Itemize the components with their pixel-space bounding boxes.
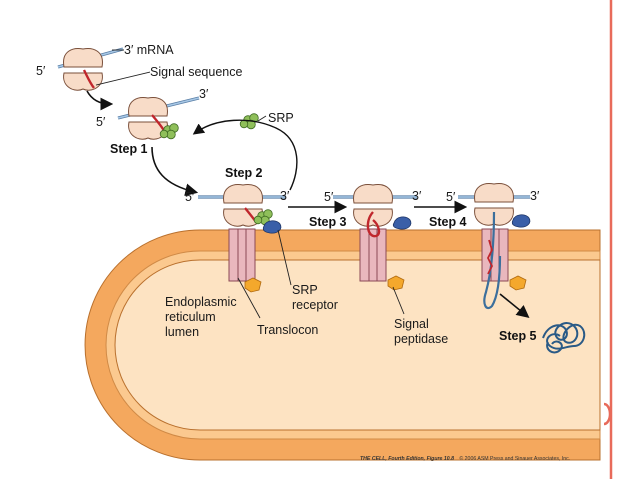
label-signal-peptidase-2: peptidase	[394, 332, 448, 346]
label-translocon: Translocon	[257, 323, 318, 337]
leader-translocon	[237, 277, 261, 319]
label-step1: Step 1	[110, 142, 148, 156]
leader-peptidase	[392, 286, 405, 315]
label-3prime-b: 3′	[199, 87, 209, 101]
leader-signal	[95, 71, 151, 86]
label-srp-receptor-1: SRP	[292, 283, 318, 297]
srp-receptor-e	[511, 214, 531, 228]
label-5prime-b: 5′	[96, 115, 106, 129]
label-step3: Step 3	[309, 215, 347, 229]
caption-credit: © 2006 ASM Press and Sinauer Associates,…	[459, 455, 570, 462]
translocon-1	[228, 228, 256, 282]
label-srp: SRP	[268, 111, 294, 125]
label-5prime-a: 5′	[36, 64, 46, 78]
label-step2: Step 2	[225, 166, 263, 180]
label-srp-receptor-2: receptor	[292, 298, 338, 312]
leader-srp	[257, 115, 267, 122]
label-3prime-d: 3′	[412, 189, 422, 203]
srp-receptor	[262, 220, 282, 234]
signal-sequence-d	[366, 211, 381, 238]
folded-protein	[542, 322, 586, 354]
signal-sequence-a	[82, 69, 95, 89]
arrow-a-to-b	[86, 90, 114, 111]
slide-accent-mark	[603, 402, 612, 426]
label-step5: Step 5	[499, 329, 537, 343]
label-3prime-e: 3′	[530, 189, 540, 203]
figure-caption: THE CELL, Fourth Edition, Figure 10.8 © …	[360, 455, 570, 462]
label-signal-sequence: Signal sequence	[150, 65, 242, 79]
ribosome-d	[353, 184, 393, 227]
label-er-lumen-2: reticulum	[165, 310, 216, 324]
label-5prime-e: 5′	[446, 190, 456, 204]
arrow-srp-cycle	[192, 119, 298, 191]
translocon-3	[481, 228, 509, 282]
label-signal-peptidase-1: Signal	[394, 317, 429, 331]
label-5prime-c: 5′	[185, 190, 195, 204]
er-membrane	[84, 229, 601, 461]
growing-polypeptide	[483, 211, 502, 310]
signal-sequence-e	[486, 239, 494, 275]
caption-title: THE CELL, Fourth Edition, Figure 10.8	[360, 456, 454, 462]
label-step4: Step 4	[429, 215, 467, 229]
label-er-lumen-3: lumen	[165, 325, 199, 339]
srp-receptor-d	[392, 216, 412, 230]
arrow-step1	[151, 146, 199, 197]
label-5prime-d: 5′	[324, 190, 334, 204]
label-er-lumen-1: Endoplasmic	[165, 295, 237, 309]
ribosome-a	[63, 48, 103, 91]
label-mrna: 3′ mRNA	[124, 43, 174, 57]
label-3prime-c: 3′	[280, 189, 290, 203]
arrow-step5	[499, 293, 530, 319]
leader-receptor	[277, 229, 292, 286]
